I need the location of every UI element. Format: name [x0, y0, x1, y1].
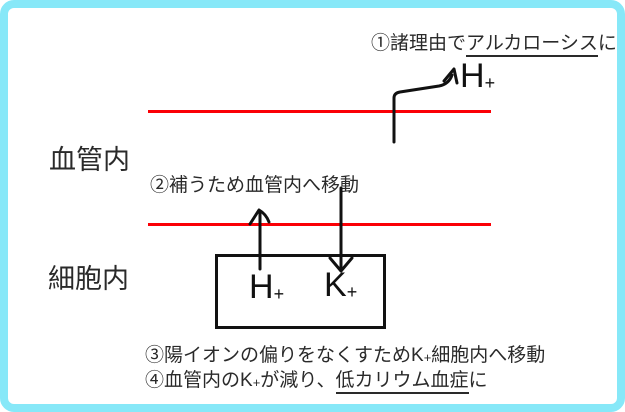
ion-k-box-charge: + — [346, 282, 358, 302]
note-alkalosis-prefix: ①諸理由で — [371, 33, 467, 54]
note-hypokalemia-mid: が減り、 — [260, 370, 336, 391]
note-k-shift-prefix: ③陽イオンの偏りをなくすためK — [145, 345, 424, 366]
note-hypokalemia-term: 低カリウム血症 — [335, 370, 469, 394]
note-alkalosis-suffix: に — [597, 33, 617, 54]
ion-h-box-charge: + — [273, 284, 285, 304]
bent-arrow-up-right-icon — [392, 67, 459, 144]
note-hypokalemia-prefix: ④血管内のK — [145, 370, 253, 391]
note-hypokalemia-charge: + — [252, 375, 261, 390]
label-vessel: 血管内 — [49, 145, 130, 175]
label-cell: 細胞内 — [48, 264, 129, 294]
cell-box — [215, 254, 386, 329]
note-k-shift-charge: + — [423, 350, 432, 365]
cell-boundary-line — [148, 223, 491, 226]
note-alkalosis-term: アルカローシス — [466, 33, 598, 57]
note-compensation: ②補うため血管内へ移動 — [150, 175, 360, 196]
note-hypokalemia-suffix: に — [468, 370, 488, 391]
ion-h-top-charge: + — [484, 73, 496, 93]
ion-k-box-symbol: K — [324, 266, 347, 304]
ion-h-box-symbol: H — [249, 268, 274, 306]
note-alkalosis: ①諸理由でアルカローシスに — [371, 32, 617, 57]
ion-h-top: H+ — [460, 58, 495, 101]
ion-h-box: H+ — [249, 269, 284, 312]
note-k-shift-suffix: 細胞内へ移動 — [431, 345, 546, 366]
ion-k-box: K+ — [324, 267, 357, 310]
ion-h-top-symbol: H — [460, 57, 485, 95]
note-k-shift: ③陽イオンの偏りをなくすためK+細胞内へ移動 — [145, 344, 545, 369]
note-hypokalemia: ④血管内のK+が減り、低カリウム血症に — [145, 369, 488, 394]
vessel-boundary-line — [148, 110, 491, 113]
